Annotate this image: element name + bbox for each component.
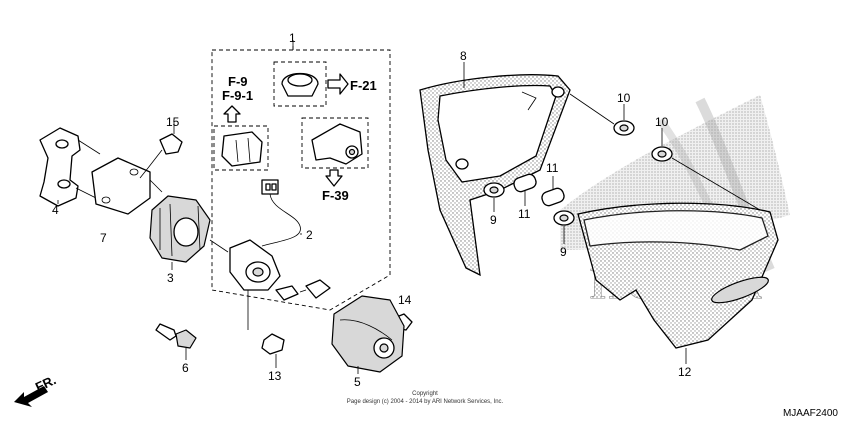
ref-f39: F-39 bbox=[322, 188, 349, 203]
diagram-code: MJAAF2400 bbox=[783, 408, 838, 419]
arrow-right-ref bbox=[327, 73, 349, 95]
part-8-side-cover[interactable] bbox=[419, 74, 571, 277]
part-13-screw[interactable] bbox=[261, 333, 285, 368]
callout-2: 2 bbox=[306, 228, 313, 242]
part-5-switch-cover[interactable] bbox=[331, 295, 405, 373]
part-7-plate[interactable] bbox=[91, 157, 163, 215]
leader-lines bbox=[57, 40, 687, 374]
callout-6: 6 bbox=[182, 361, 189, 375]
part-2-ignition-switch[interactable] bbox=[229, 179, 331, 330]
callout-8: 8 bbox=[460, 49, 467, 63]
part-4-bracket[interactable] bbox=[39, 127, 101, 207]
callout-10a: 10 bbox=[617, 91, 631, 105]
callout-10b: 10 bbox=[655, 115, 669, 129]
detail-box-grommet bbox=[273, 61, 327, 107]
callout-15: 15 bbox=[166, 115, 180, 129]
callout-13: 13 bbox=[268, 369, 282, 383]
ref-f9: F-9 bbox=[228, 74, 248, 89]
callout-3: 3 bbox=[167, 271, 174, 285]
part-10-grommet-a[interactable] bbox=[569, 93, 635, 136]
front-label: FR. bbox=[33, 372, 58, 394]
callout-9a: 9 bbox=[490, 213, 497, 227]
part-11-collar-b[interactable] bbox=[540, 187, 565, 208]
callout-11b: 11 bbox=[546, 161, 559, 175]
callout-5: 5 bbox=[354, 375, 361, 389]
callout-11a: 11 bbox=[518, 207, 531, 221]
part-15-bolt[interactable] bbox=[139, 133, 183, 179]
emblem-recess bbox=[711, 276, 769, 304]
callout-7: 7 bbox=[100, 231, 107, 245]
copyright-line-2: Page design (c) 2004 - 2014 by ARI Netwo… bbox=[347, 399, 504, 405]
callout-1: 1 bbox=[289, 31, 296, 45]
part-6-key[interactable] bbox=[155, 323, 197, 360]
assembly-group-outline bbox=[211, 49, 391, 311]
arrow-down-ref bbox=[325, 169, 343, 187]
part-10-grommet-b[interactable] bbox=[651, 146, 761, 211]
front-arrow-icon bbox=[14, 386, 48, 407]
callout-12: 12 bbox=[678, 365, 692, 379]
part-9-grommet-a[interactable] bbox=[483, 182, 505, 198]
detail-box-cover bbox=[213, 125, 269, 171]
callout-14: 14 bbox=[398, 293, 412, 307]
part-9-grommet-b[interactable] bbox=[553, 210, 575, 226]
ref-f9-1: F-9-1 bbox=[222, 88, 253, 103]
part-3-switch-body[interactable] bbox=[149, 195, 229, 263]
ref-f21: F-21 bbox=[350, 78, 377, 93]
callout-4: 4 bbox=[52, 203, 59, 217]
arrow-up-ref bbox=[223, 105, 241, 123]
copyright-line-1: Copyright bbox=[412, 391, 438, 397]
part-11-collar-a[interactable] bbox=[512, 173, 537, 194]
callout-9b: 9 bbox=[560, 245, 567, 259]
part-12-side-cover[interactable] bbox=[577, 202, 779, 349]
detail-box-cap bbox=[301, 117, 369, 169]
